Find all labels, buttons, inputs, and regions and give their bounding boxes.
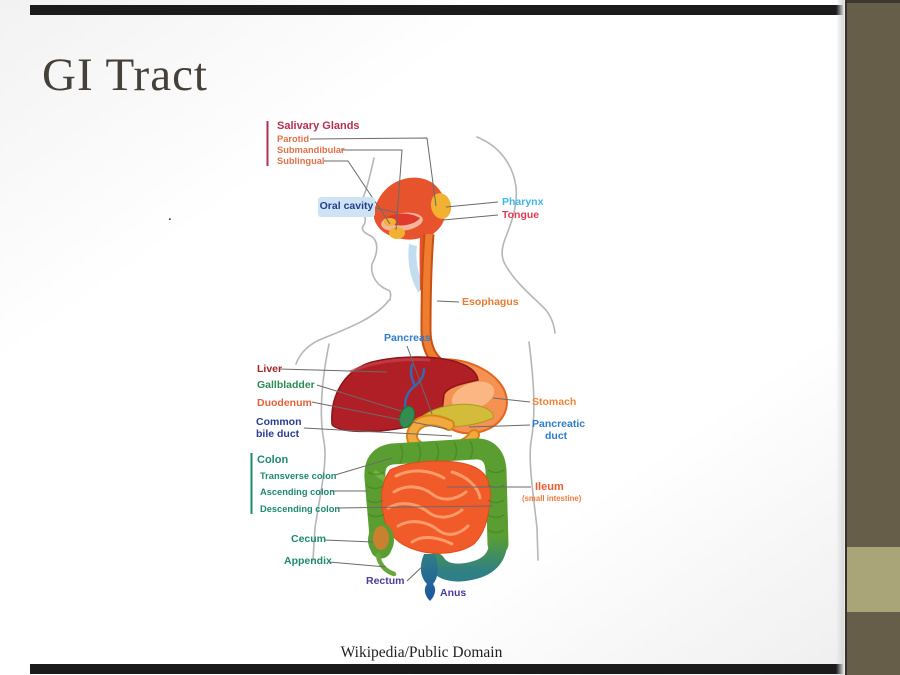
submandibular-gland-shape <box>389 227 405 239</box>
label-ascending-colon: Ascending colon <box>260 487 335 497</box>
right-side-band <box>845 0 900 675</box>
label-rectum: Rectum <box>366 575 405 587</box>
label-pancreatic-duct: Pancreatic duct <box>532 418 585 442</box>
sigmoid-colon-shape <box>427 527 508 582</box>
bullet-point: . <box>168 208 172 224</box>
slide-title: GI Tract <box>42 49 208 101</box>
rectum-anus-shape <box>420 554 438 601</box>
slide-right-shadow <box>836 0 845 675</box>
side-band-top-line <box>847 0 900 3</box>
parotid-gland-shape <box>430 193 452 219</box>
stomach-highlight <box>451 381 495 411</box>
label-ileum: Ileum <box>535 481 564 493</box>
label-anus: Anus <box>440 587 467 599</box>
source-caption: Wikipedia/Public Domain <box>340 644 503 661</box>
label-parotid: Parotid <box>277 134 310 144</box>
label-pancreas: Pancreas <box>384 332 431 344</box>
bottom-accent-bar <box>30 664 843 674</box>
label-common-bile-duct-line2: bile duct <box>256 428 300 440</box>
leader-lines <box>278 137 531 582</box>
cecum-inner <box>373 526 389 550</box>
label-pharynx: Pharynx <box>502 196 544 208</box>
label-transverse-colon: Transverse colon <box>260 471 337 481</box>
label-common-bile-duct: Common bile duct <box>256 416 302 440</box>
label-pancreatic-duct-line1: Pancreatic <box>532 418 586 430</box>
side-band-accent-block <box>847 547 900 612</box>
gallbladder-shape <box>399 405 415 429</box>
label-tongue: Tongue <box>502 209 540 221</box>
esophagus-shape <box>420 233 442 367</box>
label-submandibular: Submandibular <box>277 145 345 155</box>
colon-shape <box>364 438 509 559</box>
label-oral-cavity-box: Oral cavity <box>318 197 375 217</box>
liver-highlight <box>349 358 431 374</box>
sublingual-gland-shape <box>384 218 396 226</box>
oral-pharynx-shape <box>373 177 446 290</box>
colon-haustra-marks <box>366 440 505 534</box>
appendix-shape <box>375 552 397 577</box>
label-cecum: Cecum <box>291 533 327 545</box>
label-appendix: Appendix <box>284 555 332 567</box>
label-stomach: Stomach <box>532 396 577 408</box>
label-gallbladder: Gallbladder <box>257 379 315 391</box>
label-pancreatic-duct-line2: duct <box>545 430 568 442</box>
label-common-bile-duct-line1: Common <box>256 416 302 428</box>
top-accent-bar <box>30 5 843 15</box>
label-colon: Colon <box>257 454 289 466</box>
label-ileum-sub: (small intestine) <box>522 494 582 503</box>
label-sublingual: Sublingual <box>277 156 325 166</box>
label-liver: Liver <box>257 363 283 375</box>
label-oral-cavity: Oral cavity <box>319 200 374 213</box>
label-esophagus: Esophagus <box>462 296 519 308</box>
label-descending-colon: Descending colon <box>260 504 341 514</box>
label-duodenum: Duodenum <box>257 397 312 409</box>
bile-ducts-shape <box>403 363 426 409</box>
label-salivary-glands: Salivary Glands <box>277 120 360 132</box>
trachea-shape <box>408 244 426 292</box>
